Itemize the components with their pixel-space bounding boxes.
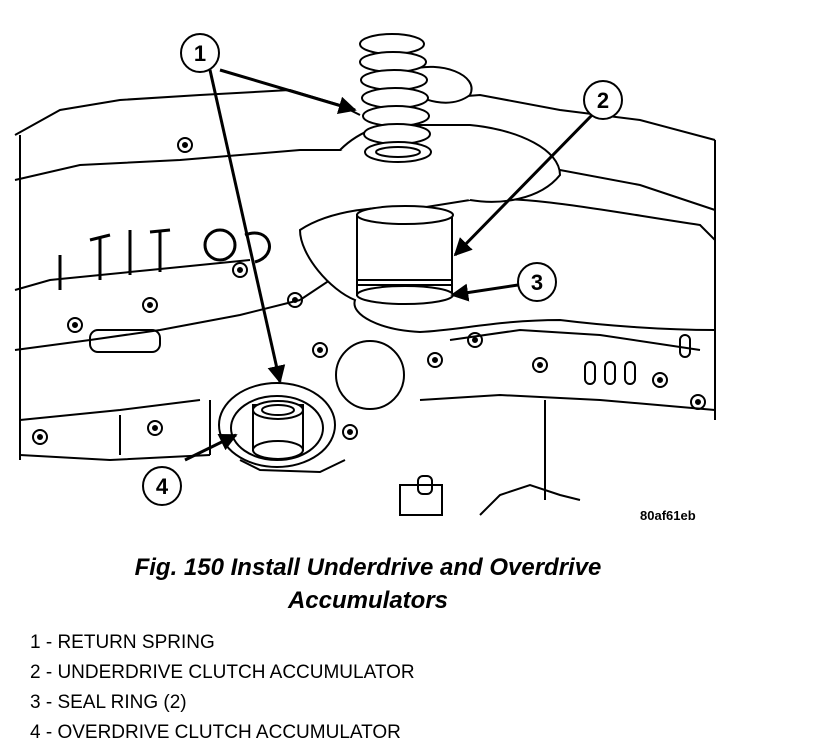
overdrive-clutch-accumulator (218, 382, 336, 468)
valve-slots (89, 329, 691, 385)
valve-body-housing (14, 88, 716, 516)
callout-4-label: 4 (156, 474, 169, 499)
callout-3-label: 3 (531, 270, 543, 295)
legend-item: 3 - SEAL RING (2) (30, 692, 187, 713)
callout-3: 3 (517, 262, 557, 302)
legend-item: 2 - UNDERDRIVE CLUTCH ACCUMULATOR (30, 662, 415, 683)
legend-item: 1 - RETURN SPRING (30, 632, 215, 653)
return-spring (359, 33, 432, 163)
legend-item: 4 - OVERDRIVE CLUTCH ACCUMULATOR (30, 722, 401, 743)
accumulator-bore (335, 340, 405, 410)
callout-4: 4 (142, 466, 182, 506)
casting-marks (58, 228, 271, 290)
bolt-holes (32, 137, 706, 445)
valve-body-lower-part (399, 475, 443, 516)
callout-2-label: 2 (597, 88, 609, 113)
parts-legend: 1 - RETURN SPRING 2 - UNDERDRIVE CLUTCH … (30, 628, 415, 748)
figure-reference-code: 80af61eb (640, 508, 696, 523)
underdrive-clutch-accumulator (356, 205, 454, 305)
callout-1-label: 1 (194, 41, 206, 66)
callout-1: 1 (180, 33, 220, 73)
callout-2: 2 (583, 80, 623, 120)
accumulator-installation-illustration: 1 2 3 4 (14, 33, 716, 516)
leader-lines (184, 68, 597, 462)
figure-caption-line-1: Fig. 150 Install Underdrive and Overdriv… (134, 554, 602, 581)
figure-caption-line-2: Accumulators (287, 587, 449, 614)
